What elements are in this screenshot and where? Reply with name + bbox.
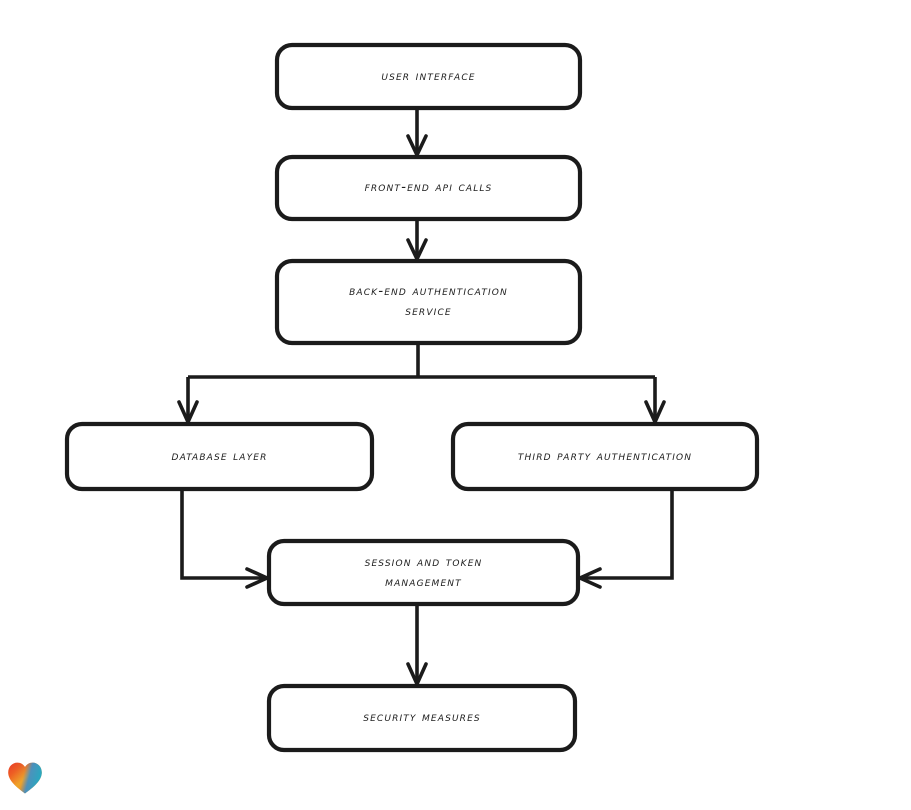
node-security-measures[interactable] xyxy=(266,683,578,753)
edge-back-end-to-third-party-authentication xyxy=(644,377,666,424)
edge-session-and-token-management-to-security-measures xyxy=(406,604,428,686)
edge-third-party-authentication-to-session-and-token-management xyxy=(578,489,674,589)
edge-back-end-split-trunk xyxy=(188,343,655,379)
node-user-interface[interactable] xyxy=(274,42,583,111)
edge-front-end-api-calls-to-back-end-authentication-service xyxy=(406,219,428,261)
node-session-and-token-management[interactable] xyxy=(266,538,581,607)
edge-user-interface-to-front-end-api-calls xyxy=(406,108,428,157)
node-front-end-api-calls[interactable] xyxy=(274,154,583,222)
edge-back-end-to-database-layer xyxy=(177,377,199,424)
node-database-layer[interactable] xyxy=(64,421,375,492)
node-back-end-authentication-service[interactable] xyxy=(274,258,583,346)
heart-icon xyxy=(8,762,42,794)
node-third-party-authentication[interactable] xyxy=(450,421,760,492)
edge-database-layer-to-session-and-token-management xyxy=(180,489,269,589)
